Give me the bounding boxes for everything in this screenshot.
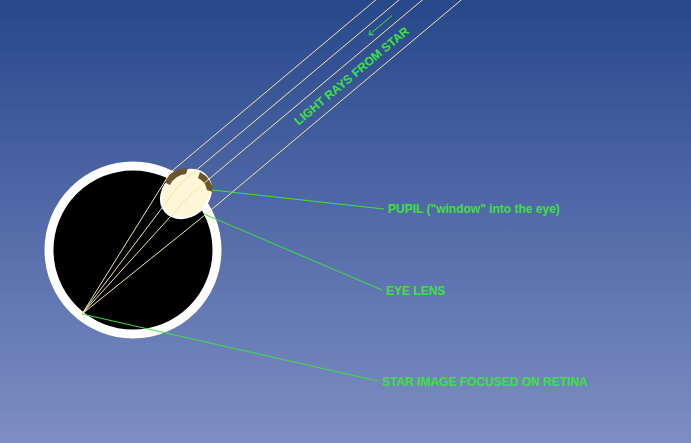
leader-lines [82,190,384,381]
eye-lens [151,160,221,228]
lens-label: EYE LENS [386,284,445,298]
light-rays [82,0,482,314]
retina-label: STAR IMAGE FOCUSED ON RETINA [382,375,588,389]
pupil-label: PUPIL ("window" into the eye) [388,202,560,216]
direction-arrow [369,16,392,35]
